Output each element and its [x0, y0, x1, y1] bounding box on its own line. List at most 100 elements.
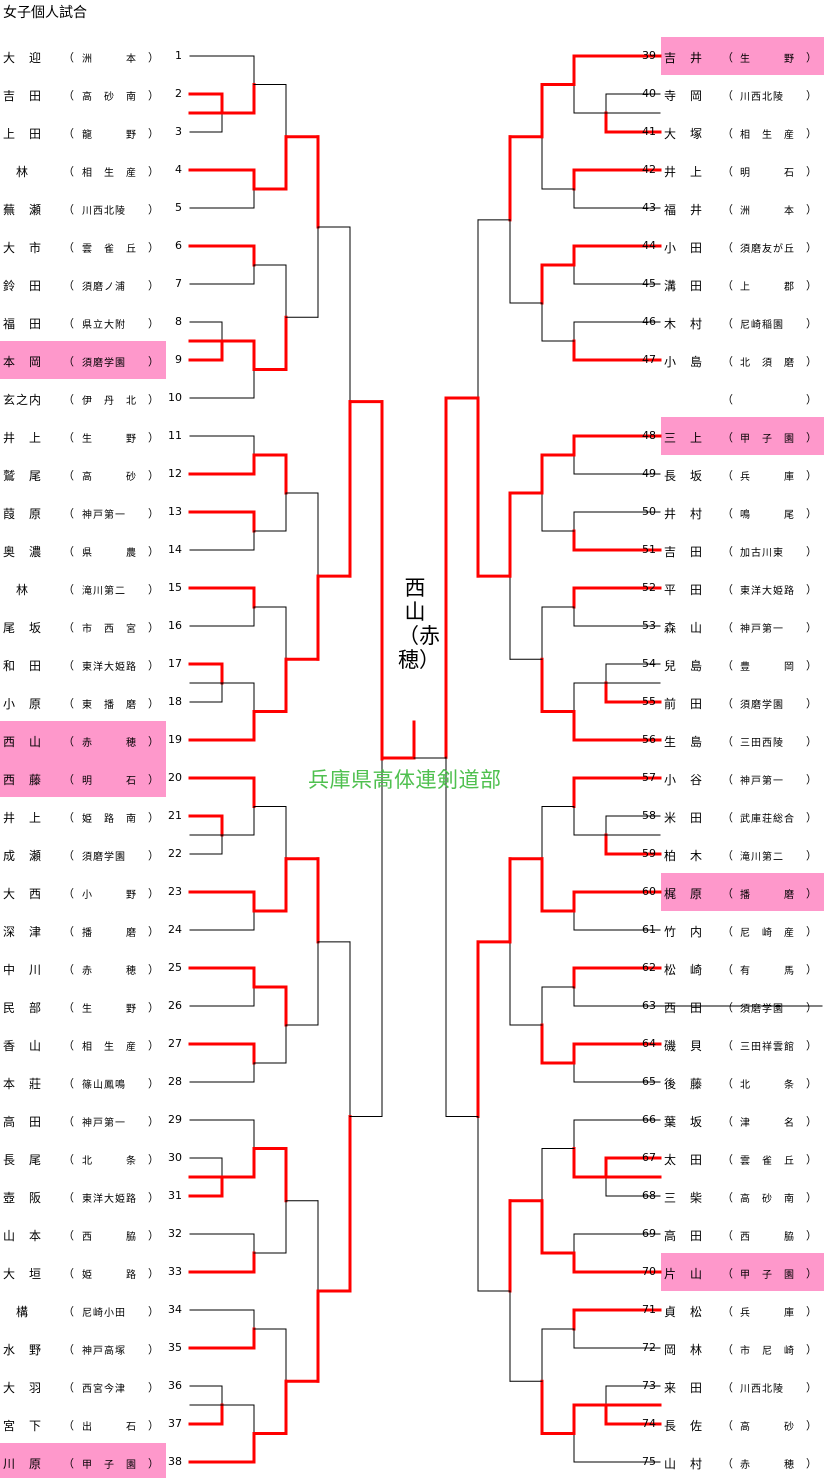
open-paren: （: [63, 811, 74, 824]
close-paren: ）: [148, 241, 159, 254]
open-paren: （: [63, 1153, 74, 1166]
open-paren: （: [63, 1115, 74, 1128]
close-paren: ）: [806, 165, 817, 178]
close-paren: ）: [148, 735, 159, 748]
school-name: 洲 本: [740, 206, 795, 217]
player-name: 宮 下: [3, 1419, 43, 1433]
close-paren: ）: [806, 963, 817, 976]
open-paren: （: [63, 507, 74, 520]
close-paren: ）: [148, 1001, 159, 1014]
school-name: 高 砂 南: [82, 92, 137, 103]
player-name: 中 川: [3, 963, 43, 977]
school-name: 県 農: [82, 548, 137, 559]
entry-number: 19: [168, 733, 182, 746]
open-paren: （: [722, 621, 733, 634]
close-paren: ）: [806, 1305, 817, 1318]
open-paren: （: [722, 127, 733, 140]
player-name: 林: [3, 165, 30, 179]
school-name: 尼崎小田: [82, 1308, 126, 1319]
open-paren: （: [63, 545, 74, 558]
close-paren: ）: [806, 735, 817, 748]
school-name: 神戸高塚: [82, 1346, 126, 1357]
open-paren: （: [722, 1039, 733, 1052]
entry-number: 4: [175, 163, 182, 176]
open-paren: （: [63, 1077, 74, 1090]
open-paren: （: [722, 279, 733, 292]
entry-number: 44: [642, 239, 656, 252]
entry-number: 37: [168, 1417, 182, 1430]
close-paren: ）: [806, 1457, 817, 1470]
highlight-band: [661, 1253, 824, 1291]
entry-number: 75: [642, 1455, 656, 1468]
close-paren: ）: [148, 963, 159, 976]
player-name: 梶 原: [664, 887, 704, 901]
player-name: 和 田: [3, 659, 43, 673]
close-paren: ）: [148, 811, 159, 824]
school-name: 東洋大姫路: [740, 586, 795, 597]
entry-number: 38: [168, 1455, 182, 1468]
open-paren: （: [722, 507, 733, 520]
school-name: 東洋大姫路: [82, 662, 137, 673]
close-paren: ）: [806, 811, 817, 824]
entry-number: 56: [642, 733, 656, 746]
player-name: 葭 原: [3, 507, 43, 521]
open-paren: （: [722, 1381, 733, 1394]
player-name: 福 井: [664, 203, 704, 217]
entry-number: 11: [168, 429, 182, 442]
open-paren: （: [63, 659, 74, 672]
player-name: 西 藤: [3, 773, 43, 787]
entry-number: 72: [642, 1341, 656, 1354]
close-paren: ）: [806, 1229, 817, 1242]
open-paren: （: [722, 697, 733, 710]
close-paren: ）: [806, 1039, 817, 1052]
open-paren: （: [722, 317, 733, 330]
entry-number: 34: [168, 1303, 182, 1316]
open-paren: （: [722, 89, 733, 102]
close-paren: ）: [148, 393, 159, 406]
highlight-band: [661, 417, 824, 455]
close-paren: ）: [806, 621, 817, 634]
school-name: 甲 子 園: [82, 1460, 137, 1471]
open-paren: （: [722, 241, 733, 254]
open-paren: （: [722, 469, 733, 482]
player-name: 鈴 田: [3, 279, 43, 293]
close-paren: ）: [148, 545, 159, 558]
close-paren: ）: [148, 279, 159, 292]
school-name: 尼 崎 産: [740, 928, 795, 939]
open-paren: （: [63, 51, 74, 64]
player-name: 井 上: [3, 811, 43, 825]
player-name: 川 原: [3, 1457, 43, 1471]
entry-number: 1: [175, 49, 182, 62]
champion-label: 西山（赤穂）: [398, 576, 440, 672]
open-paren: （: [63, 89, 74, 102]
close-paren: ）: [148, 1343, 159, 1356]
school-name: 相 生 産: [740, 130, 795, 141]
close-paren: ）: [806, 51, 817, 64]
close-paren: ）: [148, 849, 159, 862]
open-paren: （: [63, 469, 74, 482]
school-name: 須磨学園: [740, 700, 784, 711]
player-name: 貞 松: [664, 1305, 704, 1319]
open-paren: （: [63, 241, 74, 254]
player-name: 森 山: [664, 621, 704, 635]
open-paren: （: [722, 849, 733, 862]
entry-number: 6: [175, 239, 182, 252]
highlight-band: [661, 873, 824, 911]
entry-number: 36: [168, 1379, 182, 1392]
close-paren: ）: [806, 1419, 817, 1432]
entry-number: 9: [175, 353, 182, 366]
player-name: 大 塚: [664, 127, 704, 141]
watermark-text: 兵庫県高体連剣道部: [308, 768, 502, 792]
school-name: 小 野: [82, 890, 137, 901]
open-paren: （: [63, 393, 74, 406]
school-name: 北 条: [82, 1156, 137, 1167]
school-name: 川西北陵: [740, 92, 784, 103]
open-paren: （: [63, 1419, 74, 1432]
school-name: 三田西陵: [740, 738, 784, 749]
school-name: 生 野: [740, 54, 795, 65]
player-name: 高 田: [664, 1229, 704, 1243]
player-name: 奥 濃: [3, 545, 43, 559]
close-paren: ）: [148, 507, 159, 520]
open-paren: （: [63, 317, 74, 330]
entry-number: 27: [168, 1037, 182, 1050]
